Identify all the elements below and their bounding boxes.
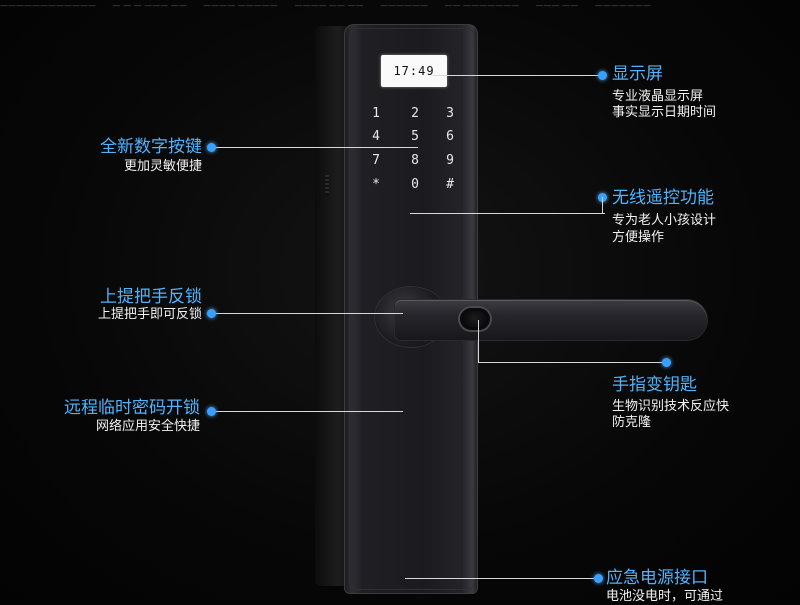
callout-title-temp-password: 远程临时密码开锁 <box>64 398 200 418</box>
callout-line-display <box>433 75 605 76</box>
keypad-key-3: 3 <box>446 106 454 121</box>
callout-text-display-2: 事实显示日期时间 <box>612 105 717 120</box>
callout-title-fingerprint: 手指变钥匙 <box>612 375 697 395</box>
keypad-key-9: 9 <box>446 153 454 168</box>
watermark-text: ———— ————— <box>203 1 278 10</box>
callout-line-remote-riser <box>602 197 603 213</box>
callout-line-fingerprint <box>478 362 666 363</box>
watermark-text: ———— —— —— <box>294 1 364 10</box>
callout-line-temp-password <box>213 411 403 412</box>
callout-title-handle: 上提把手反锁 <box>100 287 202 307</box>
side-vent <box>325 175 329 195</box>
callout-title-remote: 无线遥控功能 <box>612 188 714 208</box>
callout-dot-temp-password <box>207 407 216 416</box>
keypad-key-8: 8 <box>411 153 419 168</box>
callout-text-display-1: 专业液晶显示屏 <box>612 89 704 104</box>
callout-dot-handle <box>207 309 216 318</box>
keypad-key-hash: # <box>446 177 454 192</box>
callout-dot-keypad <box>207 143 216 152</box>
callout-title-keypad: 全新数字按键 <box>100 137 202 157</box>
callout-text-fingerprint-2: 防克隆 <box>612 415 652 430</box>
callout-title-display: 显示屏 <box>612 64 663 84</box>
callout-dot-display <box>598 71 607 80</box>
fingerprint-sensor-pad <box>463 311 487 327</box>
top-watermark-strip: ———————————— — — — ——— —— ———— ————— ———… <box>0 0 800 12</box>
keypad-key-7: 7 <box>372 153 380 168</box>
callout-text-temp-password-1: 网络应用安全快捷 <box>95 419 200 434</box>
callout-text-remote-2: 方便操作 <box>612 230 665 245</box>
watermark-text: — — — ——— —— <box>112 1 187 10</box>
lcd-screen <box>381 55 447 87</box>
callout-dot-emergency <box>594 574 603 583</box>
lcd-time: 17:49 <box>393 64 435 78</box>
watermark-text: ——————— <box>594 1 651 10</box>
callout-line-keypad <box>213 147 418 148</box>
callout-title-emergency: 应急电源接口 <box>606 568 708 588</box>
callout-text-fingerprint-1: 生物识别技术反应快 <box>612 399 730 414</box>
callout-line-handle <box>213 313 403 314</box>
keypad-key-4: 4 <box>372 129 380 144</box>
watermark-text: —— ——————— <box>444 1 520 10</box>
callout-text-emergency-1: 电池没电时，可通过 <box>606 589 724 604</box>
door-handle-lever <box>395 300 707 340</box>
keypad-key-2: 2 <box>411 106 419 121</box>
keypad-key-1: 1 <box>372 106 380 121</box>
callout-line-fingerprint-drop <box>478 320 479 362</box>
watermark-text: ——— —— <box>535 1 579 10</box>
keypad-key-6: 6 <box>446 129 454 144</box>
callout-text-handle-1: 上提把手即可反锁 <box>97 307 202 322</box>
callout-line-emergency <box>405 578 600 579</box>
callout-text-remote-1: 专为老人小孩设计 <box>612 213 717 228</box>
callout-text-keypad-1: 更加灵敏便捷 <box>123 159 202 174</box>
callout-line-remote <box>410 213 605 214</box>
keypad-key-0: 0 <box>411 177 419 192</box>
keypad-key-5: 5 <box>411 129 419 144</box>
callout-dot-fingerprint <box>662 358 671 367</box>
watermark-text: —————— <box>380 1 428 10</box>
keypad-key-star: * <box>372 177 380 192</box>
watermark-text: ———————————— <box>0 1 96 10</box>
